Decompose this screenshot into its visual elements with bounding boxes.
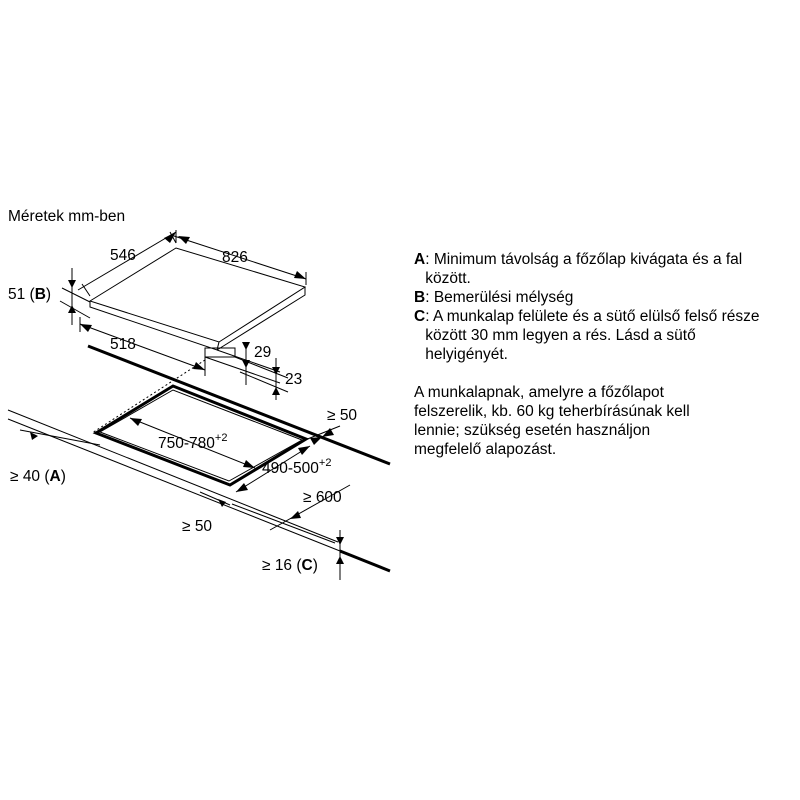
label-51-b: 51 (B) [8, 286, 51, 303]
rear-gap-dimension: ≥ 50 [304, 407, 357, 445]
worktop-load-paragraph: A munkalapnak, amelyre a főzőlapot felsz… [414, 384, 690, 458]
note-key: B [414, 289, 426, 306]
label-23: 23 [285, 371, 302, 388]
label-rear-gap: ≥ 50 [327, 407, 357, 424]
note-text: : A munkalap felülete és a sütő elülső f… [425, 308, 760, 363]
label-front-gap: ≥ 50 [182, 518, 212, 535]
label-oven-gap: ≥ 16 (C) [262, 557, 318, 574]
depth-dimension-518: 518 [79, 317, 206, 376]
cutout-drawing [92, 384, 310, 487]
note-key: C [414, 308, 426, 325]
label-826: 826 [222, 249, 248, 266]
immersion-depth-dimension: 51 (B) [8, 268, 91, 325]
front-depth-dimension: ≥ 600 [269, 484, 351, 531]
note-text: : Bemerülési mélység [425, 289, 574, 306]
label-wall-gap: ≥ 40 (A) [10, 468, 66, 485]
note-text: : Minimum távolság a főzőlap kivágata és… [425, 251, 743, 287]
label-cutout-depth: 490-500+2 [262, 457, 331, 477]
label-29: 29 [254, 344, 271, 361]
note-a: A : Minimum távolság a főzőlap kivágata … [414, 250, 774, 288]
depth-dimension-546: 546 [77, 231, 177, 297]
label-546: 546 [110, 247, 136, 264]
cutout-depth-dimension: 490-500+2 [235, 445, 331, 493]
front-gap-dimension: ≥ 50 [182, 491, 231, 535]
label-front-depth: ≥ 600 [303, 489, 342, 506]
cutout-width-dimension: 750-780+2 [129, 417, 256, 469]
legend-notes: A : Minimum távolság a főzőlap kivágata … [414, 250, 774, 364]
width-dimension-826: 826 [173, 230, 307, 285]
wall-gap-dimension: ≥ 40 (A) [10, 429, 101, 485]
oven-gap-dimension: ≥ 16 (C) [262, 530, 344, 580]
label-cutout-width: 750-780+2 [158, 432, 227, 452]
worktop-drawing [7, 344, 391, 573]
note-c: C : A munkalap felülete és a sütő elülső… [414, 307, 774, 364]
units-caption: Méretek mm-ben [8, 208, 125, 225]
height-dimensions: 29 23 [204, 342, 302, 400]
note-key: A [414, 251, 426, 268]
note-b: B : Bemerülési mélység [414, 288, 774, 307]
label-518: 518 [110, 336, 136, 353]
